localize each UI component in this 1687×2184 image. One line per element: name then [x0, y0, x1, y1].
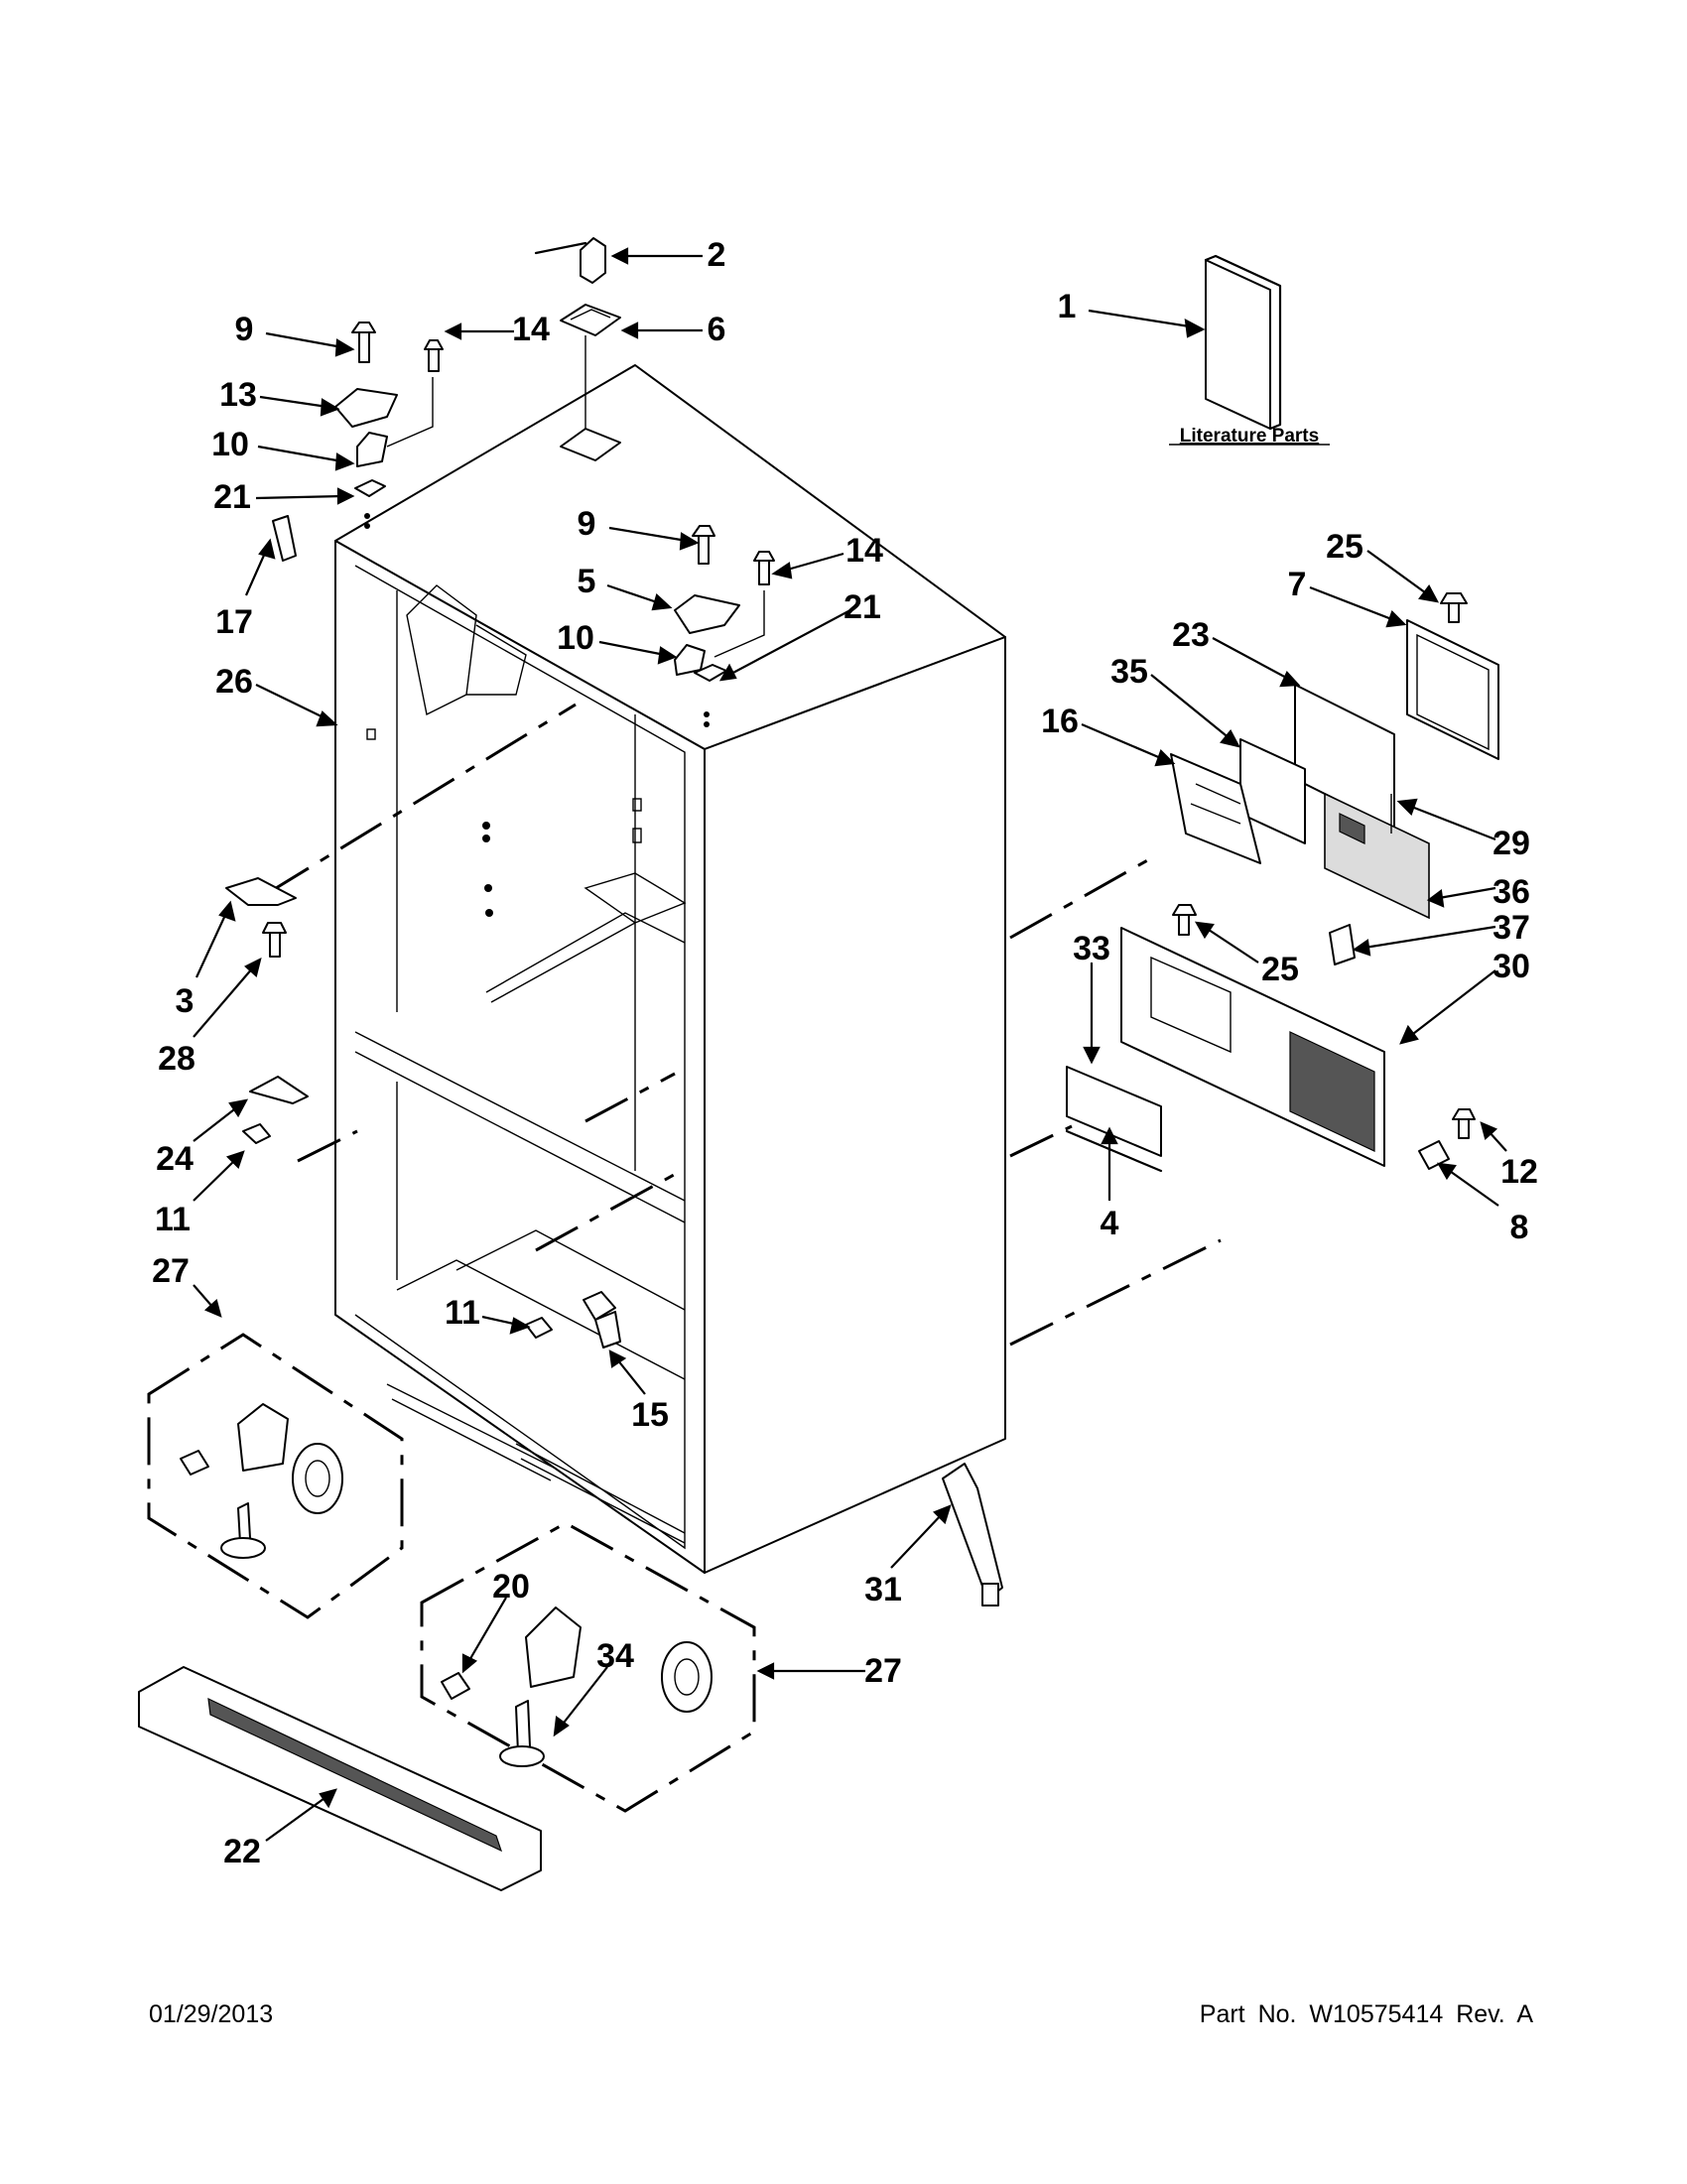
callout-27: 27 — [864, 1652, 902, 1690]
callout-14: 14 — [512, 311, 550, 348]
left-side-brackets — [225, 877, 621, 1349]
callout-7: 7 — [1288, 566, 1307, 603]
callout-25: 25 — [1261, 951, 1299, 988]
access-cover-parts — [1065, 904, 1476, 1173]
callout-15: 15 — [631, 1396, 669, 1434]
footer-date: 01/29/2013 — [149, 2000, 274, 2028]
callout-26: 26 — [215, 663, 253, 701]
callout-17: 17 — [215, 603, 253, 641]
callout-2: 2 — [708, 236, 726, 274]
callout-21: 21 — [844, 588, 881, 626]
callout-11: 11 — [445, 1294, 480, 1332]
left-caster-assembly-box — [147, 1333, 404, 1619]
callout-1: 1 — [1058, 288, 1077, 325]
callout-8: 8 — [1510, 1209, 1529, 1246]
footer-part-number: Part No. W10575414 Rev. A — [1199, 2000, 1533, 2028]
callout-30: 30 — [1492, 948, 1530, 985]
literature-parts-booklet-icon: Literature Parts — [1169, 254, 1330, 447]
callout-13: 13 — [219, 376, 257, 414]
callout-9: 9 — [578, 505, 596, 543]
callout-5: 5 — [578, 563, 596, 600]
top-hinge-assembly — [534, 237, 621, 461]
callout-31: 31 — [864, 1571, 902, 1608]
callout-4: 4 — [1101, 1205, 1119, 1242]
callout-leader-arrows — [193, 247, 1507, 1842]
callout-12: 12 — [1500, 1153, 1538, 1191]
callout-22: 22 — [223, 1833, 261, 1870]
callout-37: 37 — [1492, 909, 1530, 947]
dashed-connector-lines — [267, 703, 1222, 1347]
callout-9: 9 — [235, 311, 254, 348]
callout-11: 11 — [155, 1201, 191, 1238]
control-electronics-parts — [1170, 592, 1499, 920]
toe-grille — [138, 1666, 542, 1891]
callout-24: 24 — [156, 1140, 194, 1178]
callout-6: 6 — [708, 311, 726, 348]
callout-21: 21 — [213, 478, 251, 516]
callout-23: 23 — [1172, 616, 1210, 654]
callout-3: 3 — [176, 982, 195, 1020]
callout-33: 33 — [1073, 930, 1110, 967]
refrigerator-cabinet — [334, 364, 1006, 1574]
callout-29: 29 — [1492, 825, 1530, 862]
callout-36: 36 — [1492, 873, 1530, 911]
left-top-hinge-parts — [272, 321, 444, 562]
callout-25: 25 — [1326, 528, 1363, 566]
right-top-hinge-parts — [674, 525, 775, 727]
callout-16: 16 — [1041, 703, 1079, 740]
callout-14: 14 — [845, 532, 883, 570]
callout-20: 20 — [492, 1568, 530, 1606]
literature-parts-label: Literature Parts — [1180, 426, 1319, 447]
callout-10: 10 — [211, 426, 249, 463]
right-caster-assembly-box — [420, 1521, 756, 1813]
callout-35: 35 — [1110, 653, 1148, 691]
callout-10: 10 — [557, 619, 594, 657]
callout-27: 27 — [152, 1252, 190, 1290]
callout-28: 28 — [158, 1040, 195, 1078]
callout-34: 34 — [596, 1637, 634, 1675]
door-handle-tool — [942, 1463, 1003, 1606]
